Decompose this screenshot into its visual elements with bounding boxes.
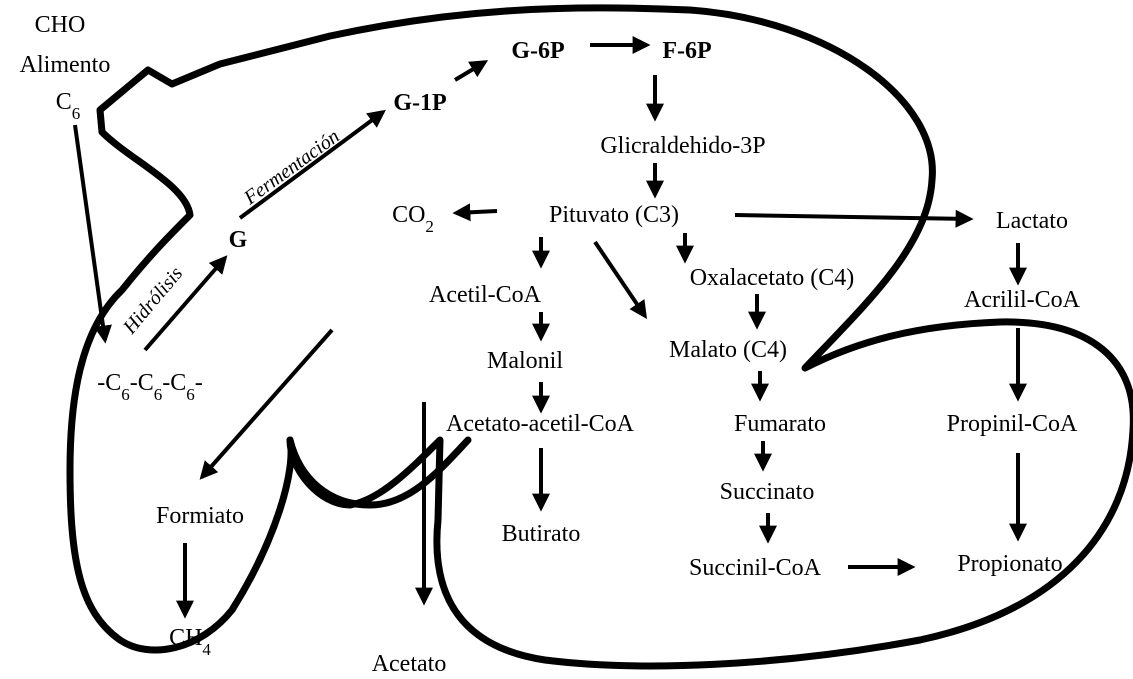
label-acetil-coa: Acetil-CoA [429,282,542,308]
label-acetato-acetil-coa: Acetato-acetil-CoA [446,411,635,437]
arrow-cho-to-polymer [73,124,112,344]
label-malonil: Malonil [487,348,563,374]
label-propinil-coa: Propinil-CoA [947,411,1078,437]
label-acrilil-coa: Acrilil-CoA [964,287,1081,313]
label-formiato: Formiato [156,503,244,529]
label-pituvato: Pituvato (C3) [549,202,679,228]
label-acetato: Acetato [372,651,447,677]
arrow-hidrolisis [143,255,228,352]
arrow-pituvato-to-co2 [452,203,498,222]
arrow-pituvato-to-malato [593,240,648,319]
label-f6p: F-6P [662,38,711,64]
arrow-fermentacion [238,109,386,220]
stomach-outline [66,4,1133,670]
arrow-g1p-to-g6p [453,60,489,82]
label-malato: Malato (C4) [669,337,787,363]
label-alimento: Alimento [20,52,111,78]
arrow-to-formiato [199,328,334,480]
label-fermentacion: Fermentación [239,125,344,209]
label-lactato: Lactato [996,208,1068,234]
label-fumarato: Fumarato [734,411,826,437]
label-oxalacetato: Oxalacetato (C4) [690,265,855,291]
label-co2: CO2 [392,202,434,236]
label-glicraldehido: Glicraldehido-3P [600,133,765,159]
label-ch4: CH4 [169,625,211,659]
label-hidrolisis: Hidrólisis [118,263,187,339]
pathway-arrows [73,36,1027,619]
label-c6: C6 [56,89,81,123]
label-butirato: Butirato [502,521,581,547]
label-cho: CHO [35,12,86,38]
label-propionato: Propionato [957,551,1062,577]
label-g1p: G-1P [393,90,446,116]
arrow-pituvato-to-lactato [734,209,974,228]
pathway-labels: CHO Alimento C6 G-6P F-6P G-1P Fermentac… [20,12,1081,677]
label-g: G [229,227,248,253]
label-g6p: G-6P [511,38,564,64]
label-succinil-coa: Succinil-CoA [689,555,822,581]
reticulum-curve [286,436,472,509]
label-polymer: -C6-C6-C6- [97,370,203,404]
label-succinato: Succinato [720,479,815,505]
